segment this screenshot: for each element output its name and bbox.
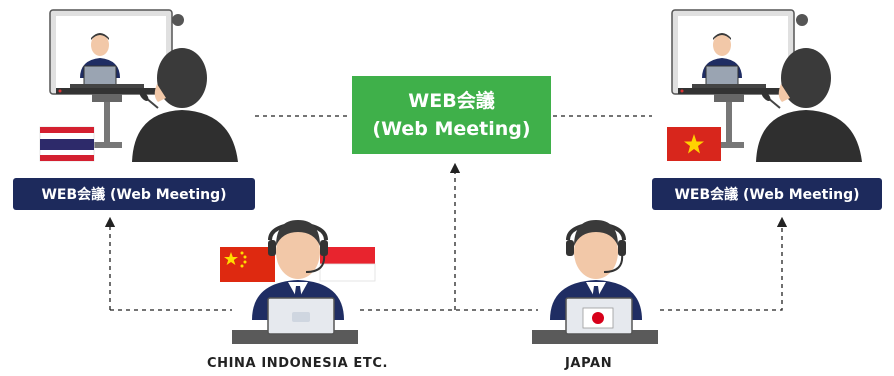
left-meeting-scene xyxy=(39,9,238,162)
china-flag xyxy=(220,247,275,282)
caption-china-indonesia: CHINA INDONESIA ETC. xyxy=(207,356,389,371)
arrow-to-right-site xyxy=(660,216,788,311)
right-site-label: WEB会議 (Web Meeting) xyxy=(652,178,882,210)
thailand-flag xyxy=(39,126,95,162)
participant-china-indonesia xyxy=(220,220,376,344)
right-microphone-icon xyxy=(761,91,771,101)
left-attendee-head xyxy=(157,48,207,108)
participant-japan xyxy=(532,220,658,344)
right-site-label-text: WEB会議 (Web Meeting) xyxy=(674,187,860,203)
indonesia-flag xyxy=(319,247,376,282)
remote-person-head-right xyxy=(713,34,731,56)
connector-lines xyxy=(104,115,788,311)
left-microphone-icon xyxy=(139,91,149,101)
left-webcam-icon xyxy=(172,14,184,26)
left-site-label: WEB会議 (Web Meeting) xyxy=(13,178,255,210)
remote-person-head-left xyxy=(91,34,109,56)
participant-head xyxy=(276,225,320,279)
center-box-subtitle: (Web Meeting) xyxy=(372,118,531,140)
japan-flag xyxy=(582,307,614,329)
right-meeting-scene xyxy=(667,9,862,162)
center-web-meeting-box: WEB会議 (Web Meeting) xyxy=(352,76,551,154)
left-attendee-body xyxy=(132,110,238,162)
center-box-title: WEB会議 xyxy=(408,90,495,112)
caption-japan: JAPAN xyxy=(565,356,613,371)
vietnam-flag xyxy=(667,127,721,161)
right-webcam-icon xyxy=(796,14,808,26)
participant-head xyxy=(574,225,618,279)
left-site-label-text: WEB会議 (Web Meeting) xyxy=(41,187,227,203)
right-attendee-body xyxy=(756,110,862,162)
right-attendee-head xyxy=(781,48,831,108)
